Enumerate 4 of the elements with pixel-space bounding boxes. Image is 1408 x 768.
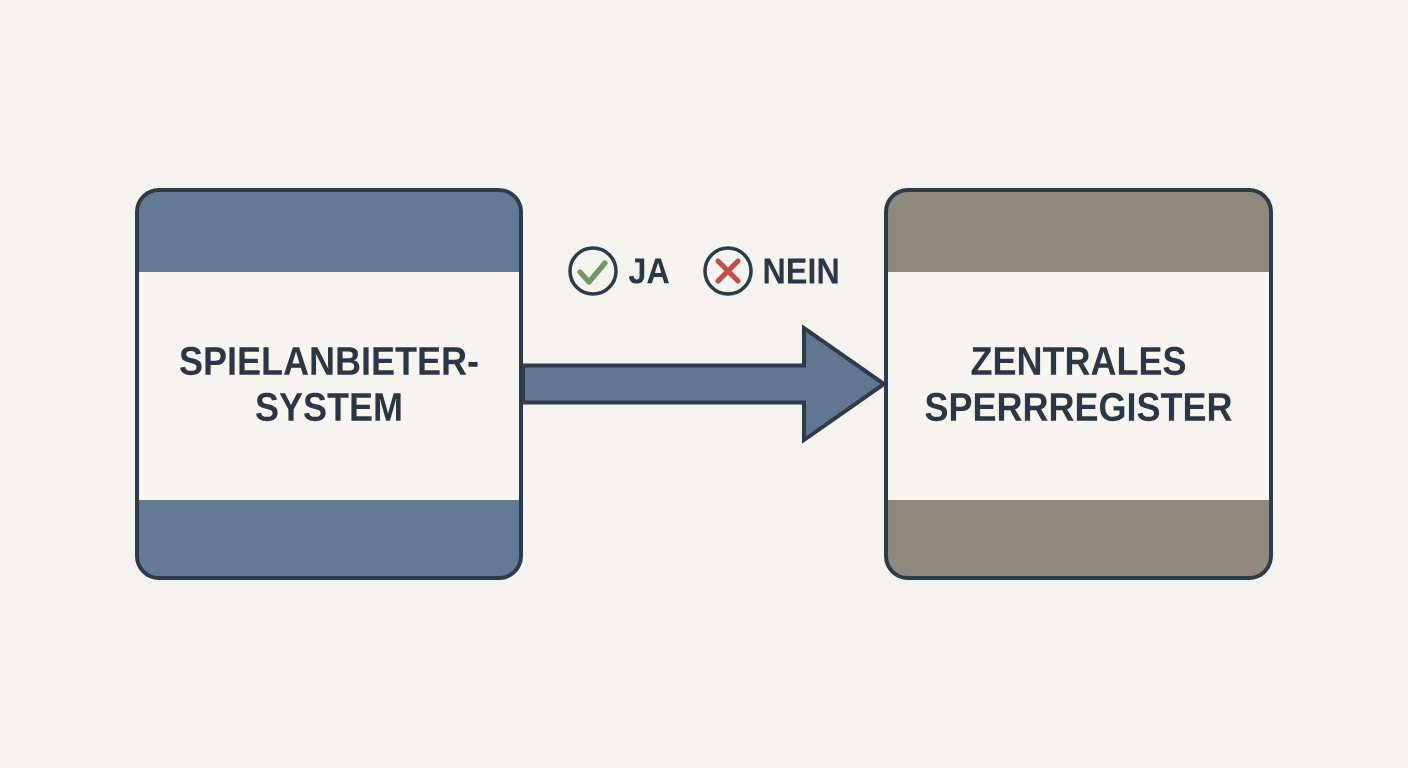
process-box: ZENTRALES SPERRREGISTER [884,188,1273,580]
process-box: SPIELANBIETER- SYSTEM [135,188,523,580]
option-label: JA [628,258,669,284]
option-label: NEIN [764,258,838,284]
